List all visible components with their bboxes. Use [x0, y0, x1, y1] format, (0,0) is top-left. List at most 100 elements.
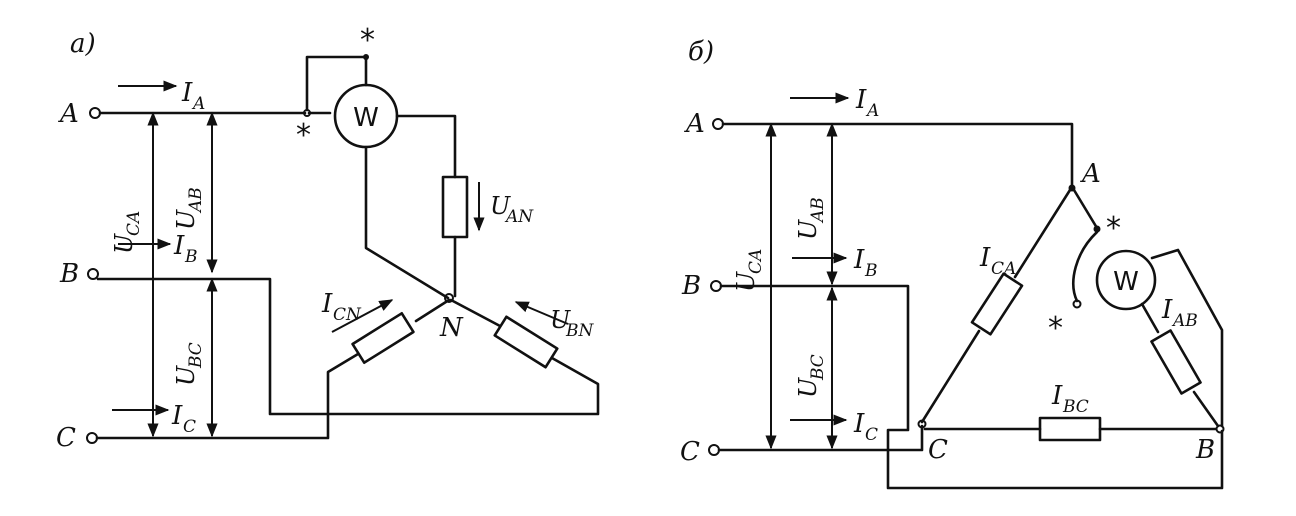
svg-text:U: U: [172, 365, 200, 386]
panel-a-caption: а): [70, 29, 96, 59]
load-c-to-line-c: [95, 352, 360, 440]
wattmeter-current-terminal: [1093, 225, 1101, 233]
neutral-to-load-b: [449, 298, 502, 328]
neutral-node: [444, 293, 454, 303]
svg-text:U: U: [794, 219, 822, 240]
wattmeter-voltage-to-neutral: [364, 145, 450, 300]
load-resistor-bc: [1038, 416, 1102, 442]
uca-label: U CA: [110, 211, 144, 254]
svg-text:U: U: [732, 271, 760, 292]
svg-text:I: I: [979, 243, 991, 273]
ubn-arrow: [514, 301, 569, 325]
svg-text:B: B: [184, 247, 198, 267]
uca-label: U CA: [732, 249, 766, 292]
svg-text:CA: CA: [991, 259, 1016, 279]
voltage-coil-terminal: [363, 54, 369, 60]
uab-label: U AB: [794, 197, 828, 240]
ubc-label: U BC: [172, 342, 206, 386]
svg-text:I: I: [1051, 381, 1063, 411]
ubn-label: U BN: [550, 306, 594, 341]
terminal-b: [710, 280, 722, 292]
svg-text:U: U: [110, 233, 138, 254]
iab-label: I AB: [1161, 295, 1198, 331]
terminal-a: [712, 118, 724, 130]
uan-label: U AN: [490, 192, 534, 227]
load-b-to-line-b: [96, 277, 600, 416]
ubc-label: U BC: [794, 354, 828, 398]
line-a-wire: [721, 122, 1074, 190]
load-resistor-a: [441, 175, 469, 239]
line-c-wire: [717, 424, 924, 452]
node-a-label: A: [1080, 159, 1101, 189]
wattmeter-voltage-terminal: [1072, 299, 1082, 309]
svg-text:AB: AB: [808, 197, 828, 224]
svg-text:B: B: [864, 261, 878, 281]
svg-text:I: I: [853, 409, 865, 439]
svg-text:I: I: [173, 231, 185, 261]
svg-text:CN: CN: [333, 305, 362, 325]
icn-arrow: [331, 299, 394, 333]
terminal-a-label: A: [58, 99, 79, 129]
wattmeter-voltage-loop: [305, 55, 368, 112]
wattmeter-b: [1095, 249, 1157, 311]
wattmeter-voltage-to-b: [1150, 248, 1224, 428]
svg-text:I: I: [181, 78, 193, 108]
svg-text:U: U: [172, 209, 200, 230]
svg-text:AB: AB: [186, 187, 206, 214]
svg-text:BC: BC: [1062, 397, 1089, 417]
panel-a-star-circuit: а) A B C W * * N: [56, 23, 600, 453]
terminal-c: [708, 444, 720, 456]
svg-text:A: A: [191, 94, 205, 114]
terminal-c-label: C: [680, 437, 700, 467]
svg-text:C: C: [865, 425, 878, 445]
svg-text:A: A: [865, 101, 879, 121]
ic-label: I C: [853, 409, 878, 445]
panel-b-delta-circuit: б) A B C A C B: [680, 37, 1225, 490]
terminal-b: [87, 268, 99, 280]
ica-label: I CA: [979, 243, 1016, 279]
load-resistor-b: [493, 315, 559, 369]
panel-b-caption: б): [688, 37, 714, 67]
svg-text:CA: CA: [124, 211, 144, 236]
neutral-label: N: [439, 313, 464, 343]
load-resistor-c: [351, 312, 415, 364]
ibc-label: I BC: [1051, 381, 1089, 417]
svg-text:U: U: [550, 306, 571, 334]
node-b-label: B: [1195, 435, 1215, 465]
ib-label: I B: [853, 245, 878, 281]
svg-text:AN: AN: [504, 207, 534, 227]
line-b-wire: [719, 284, 1224, 490]
load-ab-to-node-b: [1192, 390, 1220, 428]
uab-label: U AB: [172, 187, 206, 230]
svg-text:U: U: [794, 377, 822, 398]
icn-label: I CN: [321, 289, 362, 325]
wattmeter-to-load-a: [395, 114, 457, 179]
star-marker-current: *: [296, 118, 311, 153]
terminal-b-label: B: [681, 271, 701, 301]
ic-label: I C: [171, 401, 196, 437]
svg-text:I: I: [1161, 295, 1173, 325]
star-marker-voltage: *: [1048, 311, 1063, 346]
wattmeter-voltage-loop: [1072, 230, 1099, 303]
side-ca-lower: [920, 329, 981, 424]
ib-label: I B: [173, 231, 198, 267]
svg-text:I: I: [853, 245, 865, 275]
node-c-label: C: [928, 435, 948, 465]
load-resistor-ab: [1150, 329, 1202, 395]
side-ca-upper: [1013, 188, 1072, 279]
star-marker-current: *: [1106, 211, 1121, 246]
svg-text:I: I: [855, 85, 867, 115]
terminal-b-label: B: [59, 259, 79, 289]
svg-text:I: I: [321, 289, 333, 319]
svg-text:BC: BC: [808, 354, 828, 381]
svg-text:U: U: [490, 192, 511, 220]
wattmeter-to-load-ab: [1140, 302, 1160, 334]
star-marker-voltage: *: [360, 23, 375, 58]
terminal-a-label: A: [684, 109, 705, 139]
wattmeter-a-label: W: [353, 103, 379, 133]
svg-text:BC: BC: [186, 342, 206, 369]
terminal-c-label: C: [56, 423, 76, 453]
svg-text:CA: CA: [746, 249, 766, 274]
wattmeter-b-label: W: [1113, 267, 1139, 297]
